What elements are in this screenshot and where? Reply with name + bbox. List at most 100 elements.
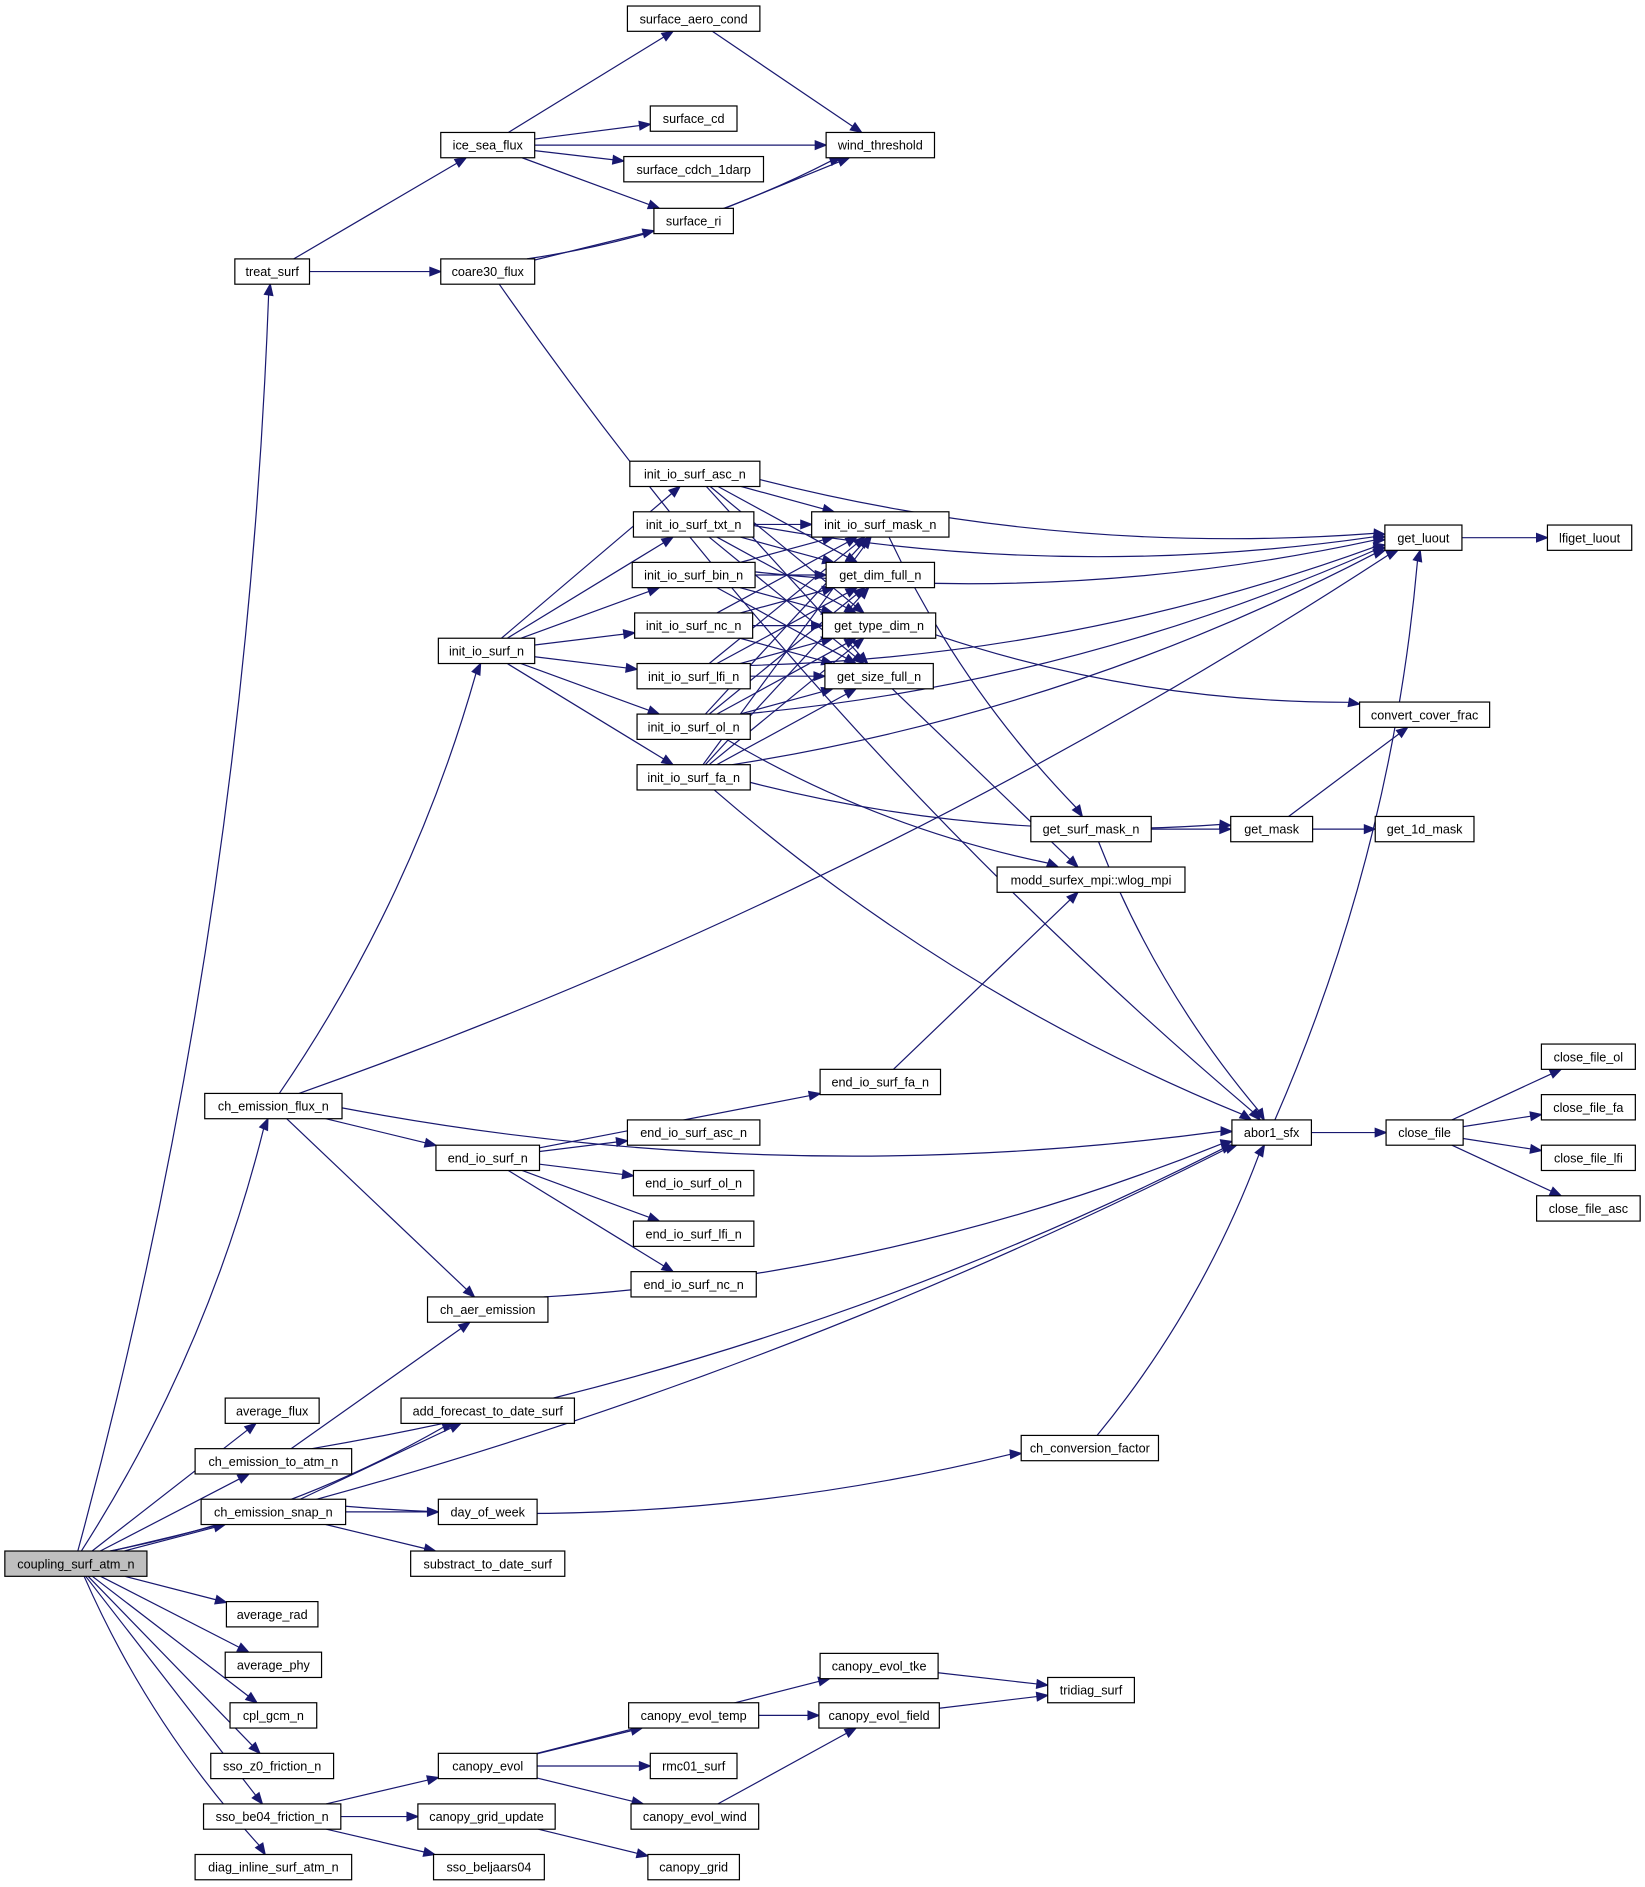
node-wlog-mpi[interactable]: modd_surfex_mpi::wlog_mpi	[996, 866, 1186, 893]
node-box[interactable]	[825, 131, 936, 159]
node-add-forecast-to-date-surf[interactable]: add_forecast_to_date_surf	[400, 1397, 576, 1424]
node-end-io-surf-nc-n[interactable]: end_io_surf_nc_n	[630, 1271, 757, 1298]
node-box[interactable]	[1030, 815, 1152, 843]
node-surface-ri[interactable]: surface_ri	[653, 207, 734, 235]
node-end-io-surf-fa-n[interactable]: end_io_surf_fa_n	[819, 1068, 942, 1096]
node-box[interactable]	[630, 1803, 760, 1830]
node-box[interactable]	[435, 1144, 541, 1172]
node-box[interactable]	[634, 612, 754, 639]
node-box[interactable]	[224, 1651, 323, 1679]
node-box[interactable]	[1385, 1119, 1464, 1146]
node-box[interactable]	[647, 1853, 741, 1881]
node-box[interactable]	[626, 5, 761, 32]
node-init-io-surf-nc-n[interactable]: init_io_surf_nc_n	[634, 612, 754, 639]
node-box[interactable]	[626, 1119, 761, 1146]
node-average-flux[interactable]: average_flux	[224, 1397, 320, 1424]
node-box[interactable]	[426, 1296, 549, 1323]
node-init-io-surf-n[interactable]: init_io_surf_n	[437, 637, 536, 665]
node-box[interactable]	[1540, 1144, 1636, 1172]
node-box[interactable]	[632, 1169, 755, 1197]
node-coare30-flux[interactable]: coare30_flux	[440, 258, 536, 285]
node-get-luout[interactable]: get_luout	[1384, 524, 1463, 551]
node-box[interactable]	[1047, 1676, 1135, 1704]
node-box[interactable]	[4, 1550, 148, 1577]
node-box[interactable]	[1231, 1119, 1313, 1146]
node-canopy-grid[interactable]: canopy_grid	[647, 1853, 741, 1881]
node-average-rad[interactable]: average_rad	[225, 1600, 319, 1628]
node-ch-conversion-factor[interactable]: ch_conversion_factor	[1020, 1434, 1160, 1462]
node-box[interactable]	[194, 1853, 353, 1881]
node-tridiag-surf[interactable]: tridiag_surf	[1047, 1676, 1135, 1704]
node-box[interactable]	[649, 1752, 738, 1780]
node-surface-cdch-1darp[interactable]: surface_cdch_1darp	[623, 155, 765, 183]
node-day-of-week[interactable]: day_of_week	[437, 1498, 538, 1526]
node-convert-cover-frac[interactable]: convert_cover_frac	[1358, 701, 1491, 728]
node-close-file-asc[interactable]: close_file_asc	[1535, 1195, 1641, 1222]
node-box[interactable]	[636, 662, 751, 690]
node-box[interactable]	[229, 1702, 318, 1729]
node-box[interactable]	[417, 1803, 556, 1830]
node-canopy-evol-temp[interactable]: canopy_evol_temp	[628, 1702, 760, 1729]
node-ch-aer-emission[interactable]: ch_aer_emission	[426, 1296, 549, 1323]
node-canopy-evol-wind[interactable]: canopy_evol_wind	[630, 1803, 760, 1830]
node-box[interactable]	[1540, 1094, 1636, 1121]
node-surface-aero-cond[interactable]: surface_aero_cond	[626, 5, 761, 32]
node-get-surf-mask-n[interactable]: get_surf_mask_n	[1030, 815, 1152, 843]
node-diag-inline-surf-atm-n[interactable]: diag_inline_surf_atm_n	[194, 1853, 353, 1881]
node-abor1-sfx[interactable]: abor1_sfx	[1231, 1119, 1313, 1146]
node-box[interactable]	[811, 511, 950, 538]
node-init-io-surf-fa-n[interactable]: init_io_surf_fa_n	[636, 764, 751, 791]
node-lfiget-luout[interactable]: lfiget_luout	[1546, 524, 1633, 551]
node-box[interactable]	[1546, 524, 1633, 551]
node-init-io-surf-ol-n[interactable]: init_io_surf_ol_n	[636, 713, 751, 740]
node-box[interactable]	[210, 1752, 335, 1780]
node-sso-be04-friction-n[interactable]: sso_be04_friction_n	[202, 1803, 342, 1830]
node-box[interactable]	[632, 1220, 755, 1247]
node-get-mask[interactable]: get_mask	[1230, 815, 1314, 843]
node-coupling-surf-atm-n[interactable]: coupling_surf_atm_n	[4, 1550, 148, 1577]
node-box[interactable]	[440, 258, 536, 285]
node-surface-cd[interactable]: surface_cd	[649, 105, 738, 132]
node-box[interactable]	[623, 155, 765, 183]
node-get-1d-mask[interactable]: get_1d_mask	[1374, 815, 1475, 843]
node-box[interactable]	[819, 1652, 939, 1680]
node-canopy-evol-tke[interactable]: canopy_evol_tke	[819, 1652, 939, 1680]
node-box[interactable]	[437, 1752, 538, 1780]
node-ch-emission-flux-n[interactable]: ch_emission_flux_n	[204, 1092, 343, 1120]
node-canopy-evol[interactable]: canopy_evol	[437, 1752, 538, 1780]
node-box[interactable]	[1384, 524, 1463, 551]
node-box[interactable]	[202, 1803, 342, 1830]
node-box[interactable]	[1374, 815, 1475, 843]
node-end-io-surf-ol-n[interactable]: end_io_surf_ol_n	[632, 1169, 755, 1197]
node-ch-emission-snap-n[interactable]: ch_emission_snap_n	[200, 1498, 347, 1526]
node-get-size-full-n[interactable]: get_size_full_n	[824, 662, 934, 690]
node-rmc01-surf[interactable]: rmc01_surf	[649, 1752, 738, 1780]
node-box[interactable]	[649, 105, 738, 132]
node-init-io-surf-lfi-n[interactable]: init_io_surf_lfi_n	[636, 662, 751, 690]
node-ch-emission-to-atm-n[interactable]: ch_emission_to_atm_n	[194, 1448, 353, 1475]
node-sso-z0-friction-n[interactable]: sso_z0_friction_n	[210, 1752, 335, 1780]
node-average-phy[interactable]: average_phy	[224, 1651, 323, 1679]
node-box[interactable]	[400, 1397, 576, 1424]
node-box[interactable]	[631, 561, 756, 589]
node-canopy-evol-field[interactable]: canopy_evol_field	[818, 1702, 940, 1729]
node-box[interactable]	[824, 662, 934, 690]
node-box[interactable]	[632, 511, 755, 538]
node-box[interactable]	[204, 1092, 343, 1120]
node-cpl-gcm-n[interactable]: cpl_gcm_n	[229, 1702, 318, 1729]
node-end-io-surf-n[interactable]: end_io_surf_n	[435, 1144, 541, 1172]
node-substract-to-date-surf[interactable]: substract_to_date_surf	[410, 1550, 566, 1577]
node-box[interactable]	[630, 1271, 757, 1298]
node-close-file-lfi[interactable]: close_file_lfi	[1540, 1144, 1636, 1172]
node-box[interactable]	[224, 1397, 320, 1424]
node-box[interactable]	[234, 258, 311, 285]
node-box[interactable]	[432, 1853, 545, 1881]
node-box[interactable]	[1540, 1043, 1636, 1070]
node-box[interactable]	[1358, 701, 1491, 728]
node-init-io-surf-bin-n[interactable]: init_io_surf_bin_n	[631, 561, 756, 589]
node-box[interactable]	[1230, 815, 1314, 843]
node-ice-sea-flux[interactable]: ice_sea_flux	[440, 131, 536, 159]
node-end-io-surf-lfi-n[interactable]: end_io_surf_lfi_n	[632, 1220, 755, 1247]
node-get-type-dim-n[interactable]: get_type_dim_n	[821, 612, 937, 639]
node-init-io-surf-asc-n[interactable]: init_io_surf_asc_n	[629, 460, 761, 488]
